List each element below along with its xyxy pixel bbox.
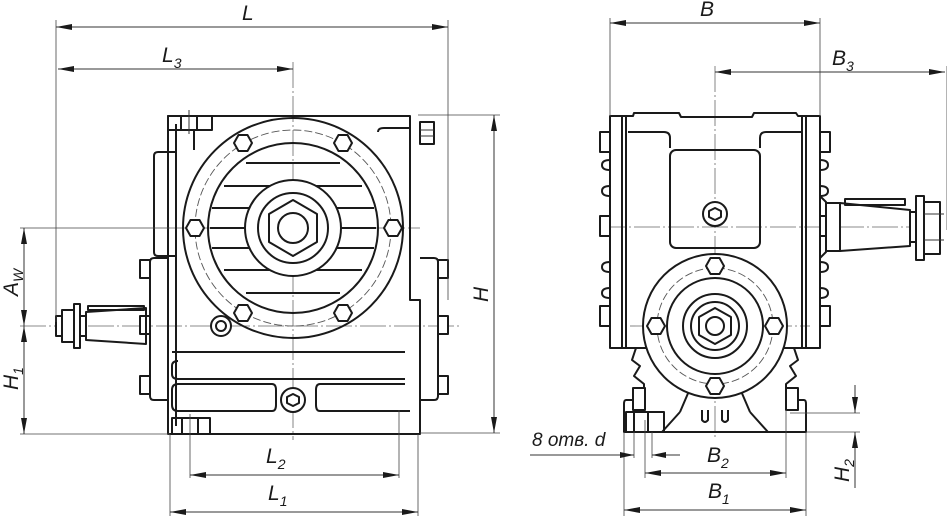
label-L3: L3: [162, 44, 182, 71]
label-Aw: AW: [0, 267, 26, 298]
dimension-H2: H2: [790, 385, 860, 488]
label-H: H: [470, 286, 493, 302]
side-view: B B3 B2 B1: [530, 0, 947, 516]
housing-ribs: [171, 351, 410, 435]
label-L1: L1: [268, 482, 287, 509]
dimension-hole-d: 8 отв. d: [530, 430, 680, 458]
dimension-L2: L2: [189, 410, 400, 478]
label-H2: H2: [831, 459, 857, 482]
label-L2: L2: [266, 445, 286, 472]
label-B2: B2: [707, 444, 729, 471]
label-holes: 8 отв. d: [532, 430, 607, 451]
label-L: L: [242, 2, 254, 25]
side-flanges-front: [139, 257, 449, 401]
dimension-H: H: [418, 114, 500, 434]
worm-input-shaft-side: [819, 195, 944, 261]
label-B: B: [700, 0, 714, 21]
dimension-B1: B1: [623, 432, 807, 516]
dimension-Aw-H1: AW H1: [0, 227, 170, 435]
front-view: L L3 L2 L1: [0, 2, 500, 516]
worm-input-shaft: [55, 303, 147, 349]
dimension-L: L: [55, 2, 449, 322]
output-flange: [642, 253, 788, 399]
label-H1: H1: [0, 367, 26, 390]
worm-wheel-cover: [182, 117, 404, 339]
dimension-B3: B3: [715, 47, 947, 230]
housing-front: [153, 110, 435, 435]
label-B1: B1: [708, 480, 730, 507]
dimension-L1: L1: [169, 434, 419, 516]
dimension-B: B: [609, 0, 821, 116]
label-B3: B3: [832, 47, 854, 74]
dimension-L3: L3: [58, 44, 293, 72]
dimension-B2: B2: [644, 410, 787, 478]
